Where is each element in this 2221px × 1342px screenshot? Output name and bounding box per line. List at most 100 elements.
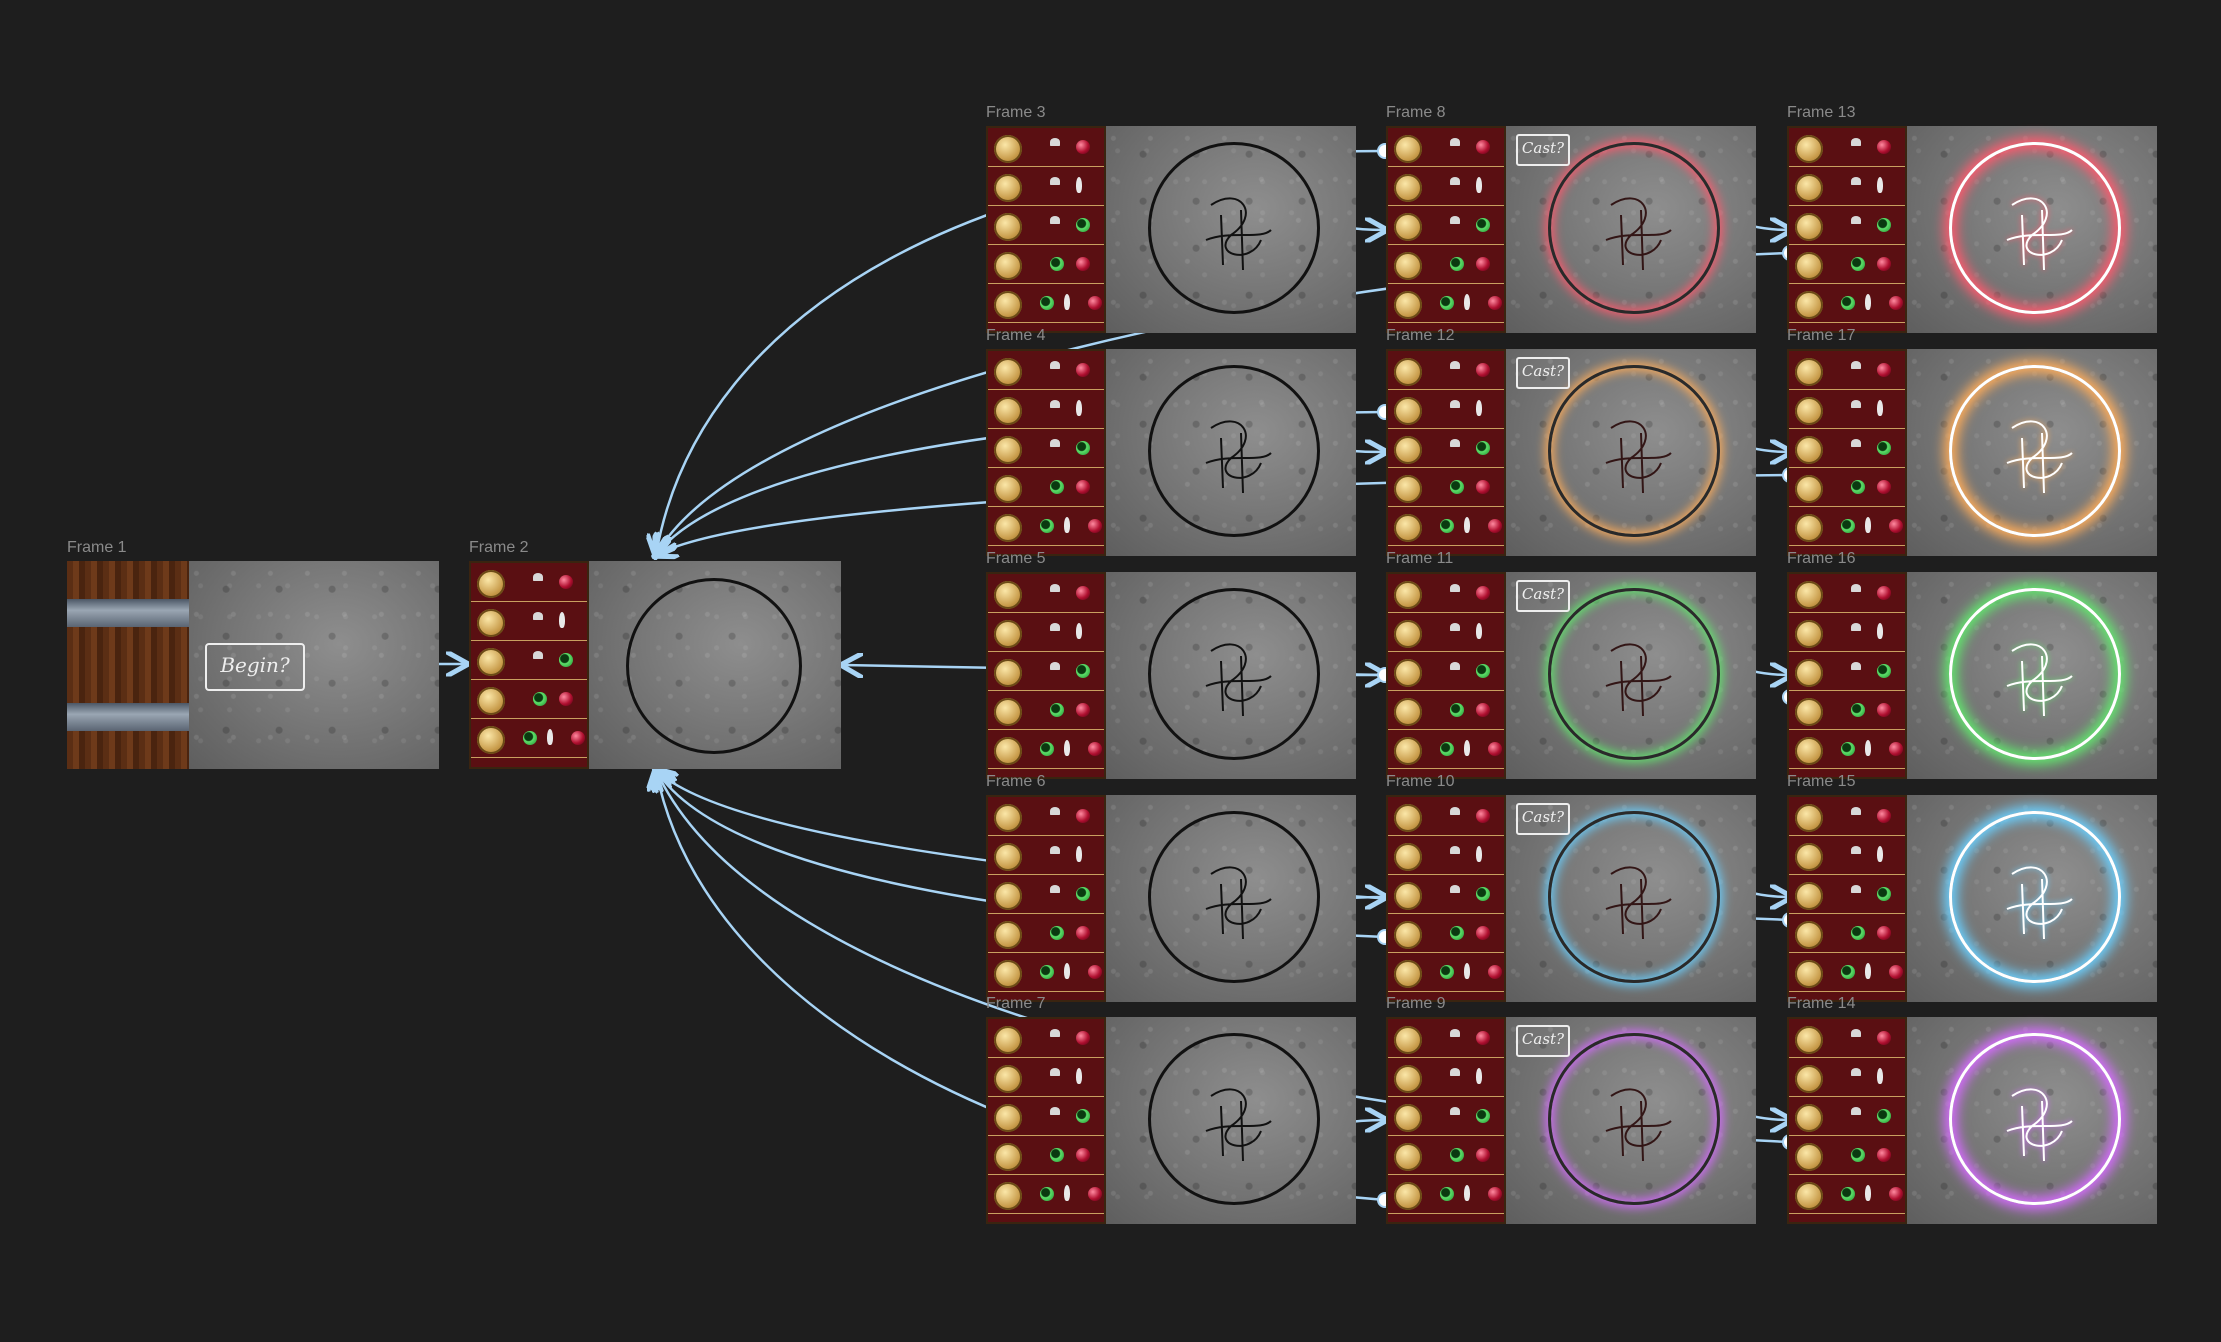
- inventory-slot[interactable]: [1793, 1179, 1905, 1213]
- cast-button[interactable]: Cast?: [1516, 580, 1570, 612]
- frame-1[interactable]: Frame 1 Begin?: [67, 539, 439, 769]
- inventory-slot[interactable]: [1392, 171, 1504, 205]
- inventory-slot[interactable]: [1392, 957, 1504, 991]
- inventory-slot[interactable]: [992, 578, 1104, 612]
- frame-14[interactable]: Frame 14: [1787, 995, 2157, 1224]
- frame-2[interactable]: Frame 2: [469, 539, 841, 769]
- inventory-slot[interactable]: [475, 645, 587, 679]
- inventory-slot[interactable]: [1392, 394, 1504, 428]
- frame-16[interactable]: Frame 16: [1787, 550, 2157, 779]
- inventory-slot[interactable]: [1392, 656, 1504, 690]
- inventory-slot[interactable]: [1392, 879, 1504, 913]
- cast-button[interactable]: Cast?: [1516, 134, 1570, 166]
- frame-15[interactable]: Frame 15: [1787, 773, 2157, 1002]
- inventory-slot[interactable]: [1793, 210, 1905, 244]
- inventory-slot[interactable]: [475, 606, 587, 640]
- inventory-slot[interactable]: [1392, 1101, 1504, 1135]
- inventory-slot[interactable]: [1392, 1023, 1504, 1057]
- cast-button[interactable]: Cast?: [1516, 357, 1570, 389]
- inventory-slot[interactable]: [1793, 656, 1905, 690]
- inventory-slot[interactable]: [1793, 879, 1905, 913]
- inventory-slot[interactable]: [1392, 355, 1504, 389]
- inventory-slot[interactable]: [992, 656, 1104, 690]
- inventory-slot[interactable]: [1392, 1179, 1504, 1213]
- inventory-slot[interactable]: [1793, 132, 1905, 166]
- inventory-slot[interactable]: [992, 734, 1104, 768]
- inventory-slot[interactable]: [1793, 171, 1905, 205]
- inventory-slot[interactable]: [992, 695, 1104, 729]
- frame-7[interactable]: Frame 7: [986, 995, 1356, 1224]
- inventory-slot[interactable]: [992, 1062, 1104, 1096]
- inventory-slot[interactable]: [992, 472, 1104, 506]
- frame-13[interactable]: Frame 13: [1787, 104, 2157, 333]
- inventory-slot[interactable]: [1793, 918, 1905, 952]
- inventory-slot[interactable]: [1793, 957, 1905, 991]
- inventory-slot[interactable]: [1392, 734, 1504, 768]
- inventory-slot[interactable]: [1793, 734, 1905, 768]
- inventory-slot[interactable]: [1392, 472, 1504, 506]
- inventory-slot[interactable]: [992, 1140, 1104, 1174]
- inventory-slot[interactable]: [1392, 132, 1504, 166]
- inventory-slot[interactable]: [1392, 617, 1504, 651]
- inventory-slot[interactable]: [1793, 433, 1905, 467]
- inventory-slot[interactable]: [1392, 1062, 1504, 1096]
- inventory-slot[interactable]: [1793, 578, 1905, 612]
- inventory-slot[interactable]: [992, 801, 1104, 835]
- inventory-slot[interactable]: [1392, 511, 1504, 545]
- frame-6[interactable]: Frame 6: [986, 773, 1356, 1002]
- inventory-slot[interactable]: [992, 132, 1104, 166]
- inventory-slot[interactable]: [1793, 355, 1905, 389]
- inventory-slot[interactable]: [992, 171, 1104, 205]
- inventory-slot[interactable]: [1793, 472, 1905, 506]
- cast-button[interactable]: Cast?: [1516, 803, 1570, 835]
- inventory-slot[interactable]: [992, 957, 1104, 991]
- inventory-slot[interactable]: [1392, 433, 1504, 467]
- inventory-slot[interactable]: [1793, 695, 1905, 729]
- inventory-slot[interactable]: [1793, 1101, 1905, 1135]
- inventory-slot[interactable]: [992, 511, 1104, 545]
- inventory-slot[interactable]: [1793, 1023, 1905, 1057]
- inventory-slot[interactable]: [475, 723, 587, 757]
- inventory-slot[interactable]: [1793, 1062, 1905, 1096]
- inventory-slot[interactable]: [1392, 249, 1504, 283]
- cast-button[interactable]: Cast?: [1516, 1025, 1570, 1057]
- inventory-slot[interactable]: [1392, 1140, 1504, 1174]
- inventory-slot[interactable]: [475, 684, 587, 718]
- inventory-slot[interactable]: [992, 918, 1104, 952]
- inventory-slot[interactable]: [992, 1023, 1104, 1057]
- inventory-slot[interactable]: [1392, 918, 1504, 952]
- inventory-slot[interactable]: [992, 210, 1104, 244]
- inventory-slot[interactable]: [1793, 1140, 1905, 1174]
- inventory-slot[interactable]: [1793, 394, 1905, 428]
- frame-17[interactable]: Frame 17: [1787, 327, 2157, 556]
- inventory-slot[interactable]: [1392, 801, 1504, 835]
- frame-5[interactable]: Frame 5: [986, 550, 1356, 779]
- begin-button[interactable]: Begin?: [205, 643, 305, 691]
- inventory-slot[interactable]: [992, 1101, 1104, 1135]
- inventory-slot[interactable]: [992, 288, 1104, 322]
- inventory-slot[interactable]: [992, 617, 1104, 651]
- inventory-slot[interactable]: [992, 433, 1104, 467]
- inventory-slot[interactable]: [1392, 695, 1504, 729]
- inventory-slot[interactable]: [992, 394, 1104, 428]
- inventory-slot[interactable]: [1392, 840, 1504, 874]
- inventory-slot[interactable]: [1392, 288, 1504, 322]
- inventory-slot[interactable]: [992, 1179, 1104, 1213]
- inventory-slot[interactable]: [992, 840, 1104, 874]
- inventory-slot[interactable]: [992, 355, 1104, 389]
- inventory-slot[interactable]: [1793, 511, 1905, 545]
- inventory-slot[interactable]: [1793, 288, 1905, 322]
- inventory-slot[interactable]: [1793, 249, 1905, 283]
- inventory-slot[interactable]: [1392, 210, 1504, 244]
- inventory-slot[interactable]: [1793, 840, 1905, 874]
- frame-3[interactable]: Frame 3: [986, 104, 1356, 333]
- inventory-slot[interactable]: [992, 879, 1104, 913]
- inventory-slot[interactable]: [1392, 578, 1504, 612]
- frame-4[interactable]: Frame 4: [986, 327, 1356, 556]
- inventory-slot[interactable]: [992, 249, 1104, 283]
